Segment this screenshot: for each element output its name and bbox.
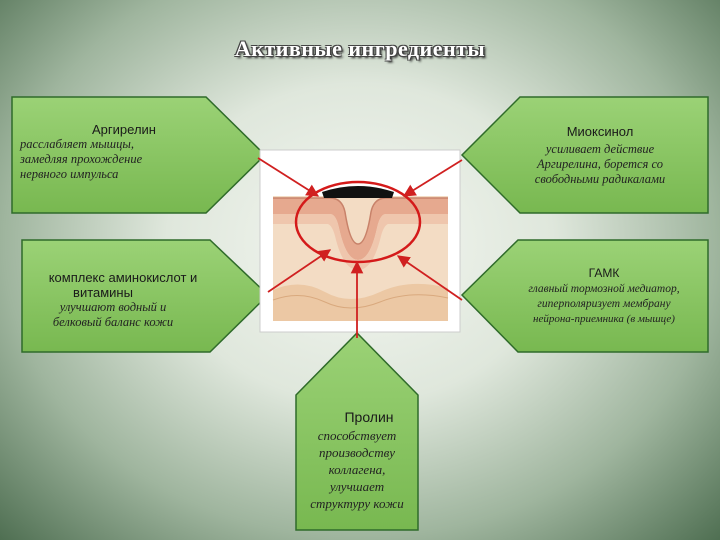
proline-box bbox=[295, 331, 419, 531]
myoxinol-desc-line: свободными радикалами bbox=[534, 172, 666, 186]
myoxinol-desc-line: усиливает действие bbox=[545, 142, 655, 156]
proline-text: Пролин способствует производству коллаге… bbox=[294, 409, 420, 512]
myoxinol-desc-line: Аргирелина, борется со bbox=[537, 157, 663, 171]
proline-desc-line: структуру кожи bbox=[310, 496, 404, 511]
amino-box bbox=[21, 239, 270, 353]
argireline-box bbox=[11, 96, 267, 214]
arrow-myoxinol bbox=[402, 159, 463, 197]
amino-name-line: витамины bbox=[73, 285, 133, 300]
gaba-box bbox=[460, 239, 709, 353]
proline-name: Пролин bbox=[344, 409, 394, 425]
gaba-text: ГАМК главный тормозной медиатор, гиперпо… bbox=[500, 266, 708, 327]
myoxinol-name: Миоксинол bbox=[566, 124, 634, 139]
argireline-desc-line: нервного импульса bbox=[20, 167, 119, 181]
proline-desc-line: способствует bbox=[317, 428, 397, 443]
argireline-name: Аргирелин bbox=[92, 122, 156, 137]
arrow-gaba bbox=[396, 255, 463, 301]
amino-name-line: комплекс аминокислот и bbox=[48, 270, 198, 285]
arrow-argireline bbox=[257, 157, 320, 197]
gaba-name: ГАМК bbox=[588, 266, 620, 280]
myoxinol-text: Миоксинол усиливает действие Аргирелина,… bbox=[502, 124, 698, 187]
gaba-desc-line: нейрона-приемника (в мышце) bbox=[533, 313, 675, 325]
amino-text: комплекс аминокислот и витамины улучшают… bbox=[20, 270, 226, 330]
arrow-amino bbox=[267, 249, 332, 293]
amino-desc-line: белковый баланс кожи bbox=[52, 315, 174, 329]
gaba-desc-line: гиперполяризует мембрану bbox=[537, 298, 671, 310]
argireline-desc-line: замедляя прохождение bbox=[20, 152, 143, 166]
argireline-text: Аргирелин расслабляет мышцы, замедляя пр… bbox=[14, 122, 214, 182]
amino-desc-line: улучшают водный и bbox=[59, 300, 167, 314]
page-title: Активные ингредиенты bbox=[234, 36, 486, 61]
proline-desc-line: улучшает bbox=[329, 479, 385, 494]
proline-desc-line: коллагена, bbox=[328, 462, 386, 477]
gaba-desc-line: главный тормозной медиатор, bbox=[528, 283, 680, 295]
myoxinol-box bbox=[460, 96, 709, 214]
proline-desc-line: производству bbox=[318, 445, 396, 460]
argireline-desc-line: расслабляет мышцы, bbox=[20, 137, 134, 151]
